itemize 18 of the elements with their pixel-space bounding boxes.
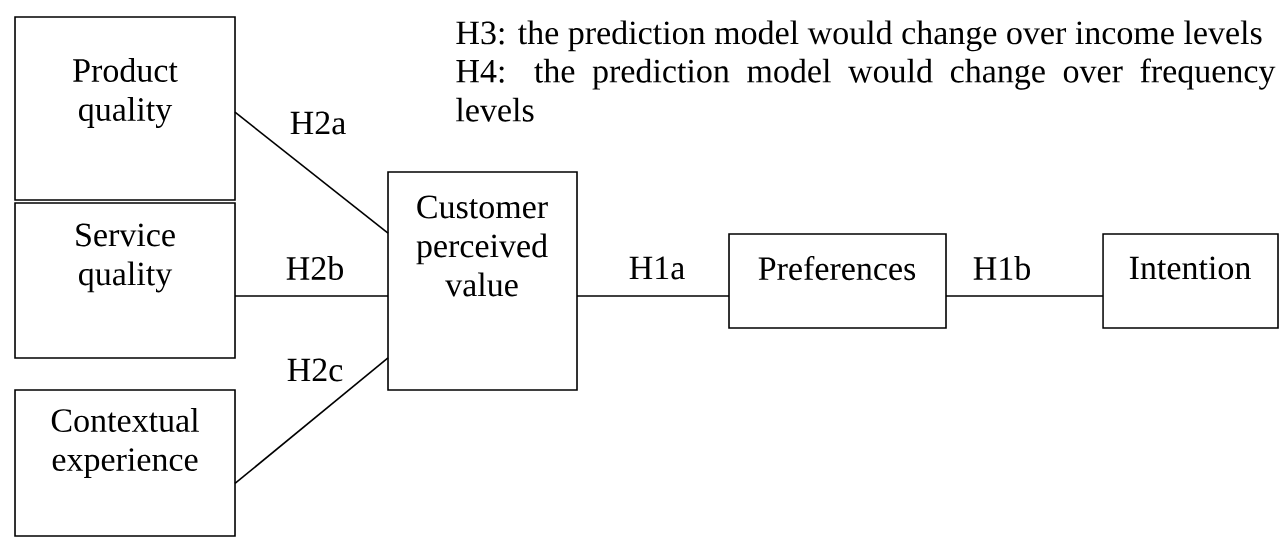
edge-label: H1b [970,254,1034,282]
box: Product quality [14,16,236,201]
edge-label: H1a [626,254,688,282]
connector-line [234,295,389,297]
box: Customer perceived value [387,171,578,391]
connector-line [576,295,730,297]
connector-line [234,357,389,485]
box: Intention [1102,233,1279,329]
box: Service quality [14,202,236,359]
hypothesis-note: H3: the prediction model would change over income levels [456,20,1262,52]
box: Contextual experience [14,389,236,537]
edge-label: H2b [283,254,347,282]
connector-line [945,295,1104,297]
edge-label: H2a [287,109,349,137]
hypothesis-note: H4: the prediction model would change over frequency levels [456,58,1276,122]
connector-line [234,111,389,234]
box: Preferences [728,233,947,329]
edge-label: H2c [284,356,346,384]
